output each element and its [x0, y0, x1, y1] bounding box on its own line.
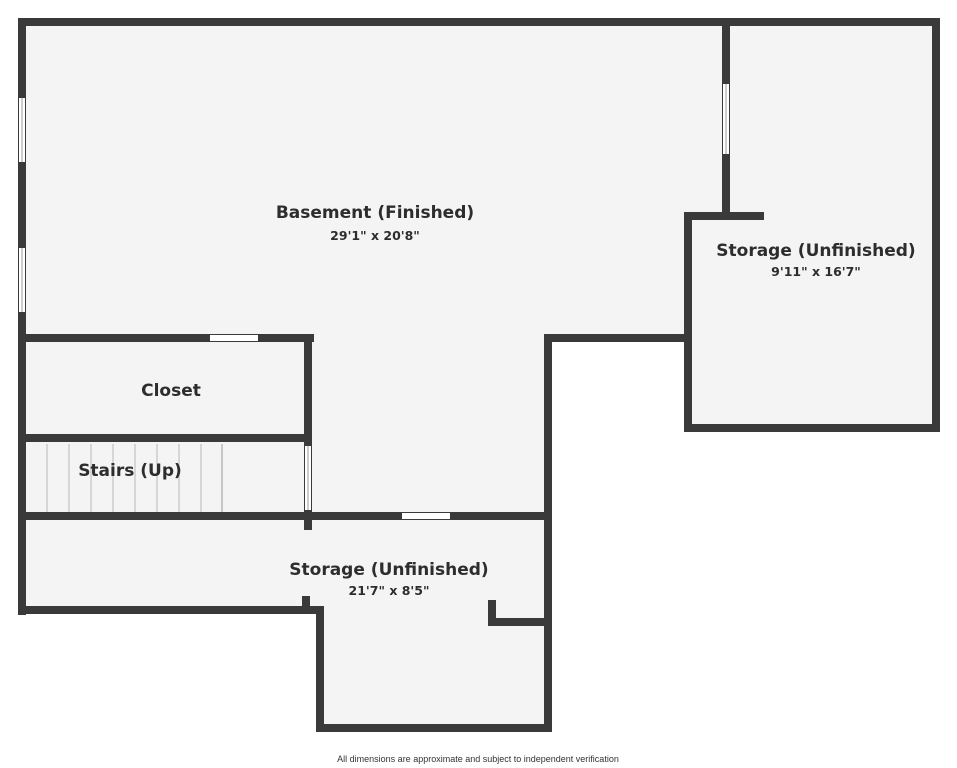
wall-closet-bottom [18, 434, 312, 442]
wall-storage-right-left [684, 212, 692, 432]
stair-treads [46, 444, 223, 512]
room-name-storage-bottom: Storage (Unfinished) [289, 560, 488, 580]
stairs-floor [22, 438, 308, 516]
room-dim-basement: 29'1" x 20'8" [330, 228, 420, 243]
wall-stub-horizontal [488, 618, 552, 626]
door-storage-bottom [402, 513, 450, 519]
opening-outlines [21, 84, 727, 510]
wall-closet-right [304, 334, 312, 530]
floor-areas [22, 22, 936, 728]
wall-storage-bottom-top [18, 512, 552, 520]
basement-floor-lower [308, 338, 548, 518]
storage-bottom-floor [22, 516, 548, 610]
wall-right [932, 18, 940, 432]
wall-basement-right [544, 334, 552, 732]
wall-storage-bottom-bottom-left [18, 606, 324, 614]
room-dim-storage-right: 9'11" x 16'7" [771, 264, 861, 279]
wall-top [18, 18, 940, 26]
basement-floor [22, 22, 726, 340]
wall-storage-bottom-lower-bottom [316, 724, 552, 732]
footer-disclaimer: All dimensions are approximate and subje… [337, 754, 619, 764]
room-name-closet: Closet [141, 381, 201, 401]
closet-floor [22, 340, 308, 438]
wall-storage-right-bottom [684, 424, 940, 432]
room-dim-storage-bottom: 21'7" x 8'5" [349, 583, 430, 598]
door-closet [210, 335, 258, 341]
room-name-storage-right: Storage (Unfinished) [716, 241, 915, 261]
wall-storage-bottom-notch [302, 596, 310, 610]
wall-left [18, 18, 26, 615]
storage-bottom-floor-lower [320, 606, 548, 728]
wall-storage-bottom-lower-left [316, 606, 324, 732]
wall-basement-step [544, 334, 692, 342]
room-name-stairs: Stairs (Up) [78, 461, 182, 481]
wall-stub-vertical [488, 600, 496, 626]
wall-closet-top [18, 334, 314, 342]
room-name-basement: Basement (Finished) [276, 203, 474, 223]
